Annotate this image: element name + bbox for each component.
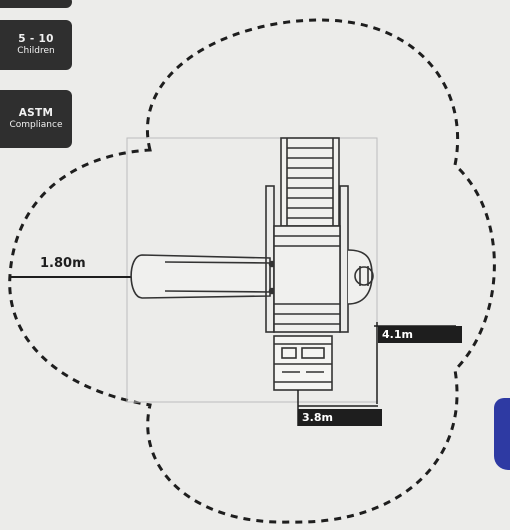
depth-dimension-label: 3.8m (298, 409, 382, 426)
badge-partial-top (0, 0, 72, 8)
astm-badge: ASTM Compliance (0, 90, 72, 148)
slide-clearance-label: 1.80m (40, 256, 86, 271)
age-range-value: 5 - 10 (18, 32, 54, 45)
safety-zone-boundary (8, 18, 496, 524)
age-range-badge: 5 - 10 Children (0, 20, 72, 70)
footprint-outline (126, 137, 378, 403)
astm-label: Compliance (9, 119, 63, 130)
steering-wheel-panel (347, 249, 374, 305)
width-dimension-label: 4.1m (378, 326, 462, 343)
blue-figure-partial (494, 398, 510, 470)
play-store-panel (273, 335, 333, 391)
age-range-label: Children (17, 45, 55, 56)
tower-deck (265, 185, 349, 333)
astm-title: ASTM (18, 106, 54, 119)
ladder (280, 137, 340, 227)
slide (130, 254, 276, 299)
